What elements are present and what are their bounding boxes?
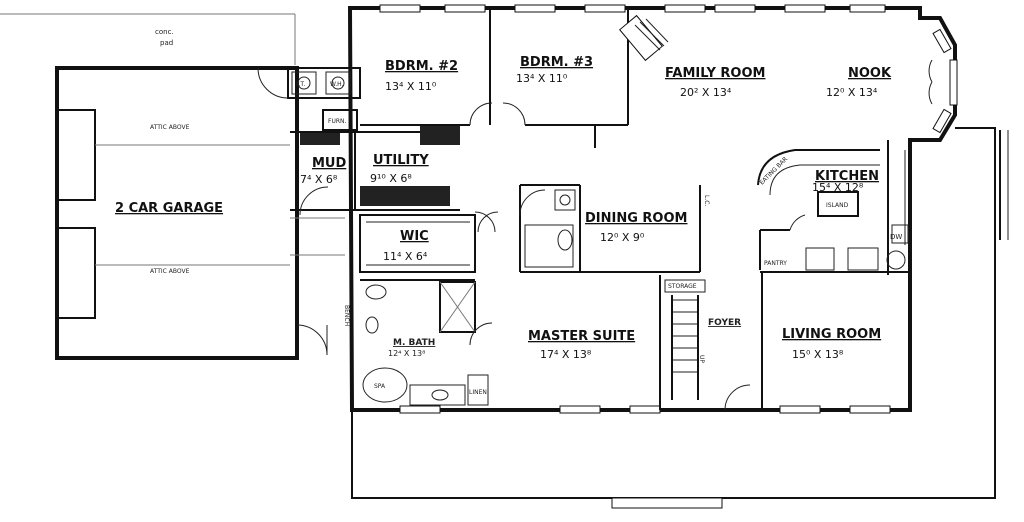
room-dims-wic: 11⁴ X 6⁴ bbox=[383, 250, 428, 263]
lc-label: L.C. bbox=[703, 195, 710, 206]
room-label-mud: MUD bbox=[312, 156, 346, 171]
linen-label: LINEN bbox=[469, 389, 487, 396]
spa-label: SPA bbox=[374, 383, 386, 390]
up-label: UP bbox=[698, 355, 705, 363]
room-label-bdrm3: BDRM. #3 bbox=[520, 55, 593, 70]
attic-above-note-1: ATTIC ABOVE bbox=[150, 124, 190, 131]
room-label-garage: 2 CAR GARAGE bbox=[115, 201, 223, 216]
room-label-utility: UTILITY bbox=[373, 153, 429, 168]
room-label-master: MASTER SUITE bbox=[528, 329, 635, 344]
room-dims-mud: 7⁴ X 6⁸ bbox=[300, 173, 338, 186]
attic-above-note-2: ATTIC ABOVE bbox=[150, 268, 190, 275]
mud-utility-area: F.T. W.H. FURN. BENCH bbox=[257, 67, 460, 326]
room-dims-bdrm3: 13⁴ X 11⁰ bbox=[516, 72, 568, 85]
conc-pad-label-1: conc. bbox=[155, 28, 174, 36]
room-label-mbath: M. BATH bbox=[393, 338, 435, 348]
room-label-nook: NOOK bbox=[848, 66, 892, 81]
room-dims-family: 20² X 13⁴ bbox=[680, 86, 732, 99]
room-dims-bdrm2: 13⁴ X 11⁰ bbox=[385, 80, 437, 93]
wh-label: W.H. bbox=[330, 81, 344, 88]
room-label-living: LIVING ROOM bbox=[782, 327, 881, 342]
bedrooms bbox=[360, 8, 669, 148]
ft-label: F.T. bbox=[296, 81, 305, 88]
dw-label: DW bbox=[890, 233, 902, 241]
pantry-label: PANTRY bbox=[764, 260, 787, 267]
room-dims-utility: 9¹⁰ X 6⁸ bbox=[370, 172, 412, 185]
room-label-wic: WIC bbox=[400, 229, 429, 244]
room-label-bdrm2: BDRM. #2 bbox=[385, 59, 458, 74]
room-dims-living: 15⁰ X 13⁸ bbox=[792, 348, 844, 361]
storage-label: STORAGE bbox=[668, 283, 697, 290]
room-label-family: FAMILY ROOM bbox=[665, 66, 765, 81]
room-dims-dining: 12⁰ X 9⁰ bbox=[600, 231, 645, 244]
house-walls bbox=[347, 4, 1009, 509]
island-label: ISLAND bbox=[826, 202, 849, 209]
family-kitchen-area: EATING BAR ISLAND DW PANTRY bbox=[757, 140, 910, 275]
furn-label: FURN. bbox=[328, 118, 347, 125]
room-dims-master: 17⁴ X 13⁸ bbox=[540, 348, 592, 361]
room-label-foyer: FOYER bbox=[708, 318, 741, 328]
room-label-dining: DINING ROOM bbox=[585, 211, 687, 226]
master-suite-area: STORAGE UP bbox=[659, 275, 706, 410]
room-dims-kitchen: 15⁴ X 12⁸ bbox=[812, 181, 864, 194]
bench-label: BENCH bbox=[343, 305, 350, 326]
garage: ATTIC ABOVE ATTIC ABOVE bbox=[55, 66, 328, 360]
master-bath-area: SPA LINEN bbox=[359, 211, 499, 406]
concrete-pad: conc. pad bbox=[0, 13, 296, 65]
dining-area: L.C. bbox=[519, 184, 710, 273]
eating-bar-label: EATING BAR bbox=[758, 156, 789, 187]
room-dims-nook: 12⁰ X 13⁴ bbox=[826, 86, 878, 99]
room-label-kitchen: KITCHEN bbox=[815, 169, 879, 184]
conc-pad-label-2: pad bbox=[160, 39, 173, 47]
room-dims-mbath: 12⁴ X 13⁸ bbox=[388, 349, 425, 358]
